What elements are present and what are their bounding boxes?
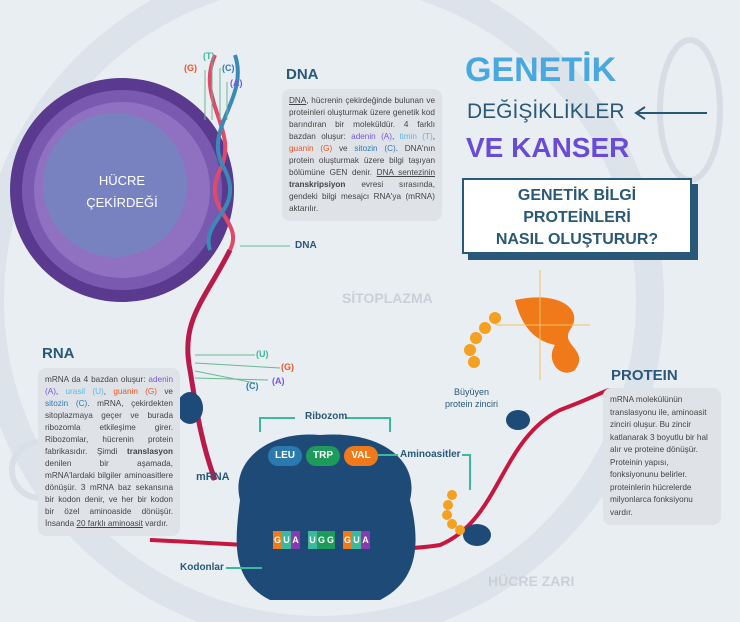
title-degisiklikler: DEĞİŞİKLİKLER bbox=[467, 100, 625, 123]
rna-heading: RNA bbox=[42, 345, 75, 362]
base-g: (G) bbox=[281, 362, 294, 372]
cytoplasm-label: SİTOPLAZMA bbox=[342, 290, 433, 306]
ribosome-body bbox=[236, 434, 416, 600]
ribosome-label: Ribozom bbox=[305, 411, 348, 422]
protein-heading: PROTEIN bbox=[611, 367, 678, 384]
mrna-label: mRNA bbox=[196, 471, 230, 483]
rna-textbox: mRNA da 4 bazdan oluşur: adenin (A), ura… bbox=[38, 368, 180, 536]
nucleus-label-line1: HÜCRE bbox=[98, 173, 146, 188]
folded-protein bbox=[515, 297, 580, 373]
codons-label: Kodonlar bbox=[180, 562, 224, 573]
amino-pill-leu: LEU bbox=[268, 446, 302, 466]
dna-helix bbox=[185, 54, 240, 481]
ribosome-small bbox=[177, 392, 203, 424]
base-a: (A) bbox=[230, 78, 243, 88]
amino-pill-val: VAL bbox=[344, 446, 378, 466]
base-c: (C) bbox=[222, 63, 235, 73]
base-u: (U) bbox=[256, 349, 269, 359]
amino-pill-trp: TRP bbox=[306, 446, 340, 466]
base-a: (A) bbox=[272, 376, 285, 386]
amino-acid-chain bbox=[442, 312, 501, 535]
base-g: (G) bbox=[184, 63, 197, 73]
dna-label: DNA bbox=[295, 240, 317, 251]
base-t: (T) bbox=[203, 51, 215, 61]
base-c: (C) bbox=[246, 381, 259, 391]
title-genetik: GENETİK bbox=[465, 51, 617, 89]
nucleus-label: HÜCRE ÇEKİRDEĞİ bbox=[82, 170, 162, 214]
nucleus bbox=[10, 78, 234, 302]
title-ve-kanser: VE KANSER bbox=[466, 132, 630, 163]
aminoacids-label: Aminoasitler bbox=[400, 449, 461, 460]
dna-heading: DNA bbox=[286, 66, 319, 83]
arrow-left-icon bbox=[634, 106, 707, 120]
membrane-label: HÜCRE ZARI bbox=[488, 573, 575, 589]
protein-textbox: mRNA molekülünün translasyonu ile, amino… bbox=[603, 388, 721, 525]
dna-textbox: DNA, hücrenin çekirdeğinde bulunan ve pr… bbox=[282, 89, 442, 221]
nucleus-label-line2: ÇEKİRDEĞİ bbox=[86, 195, 158, 210]
